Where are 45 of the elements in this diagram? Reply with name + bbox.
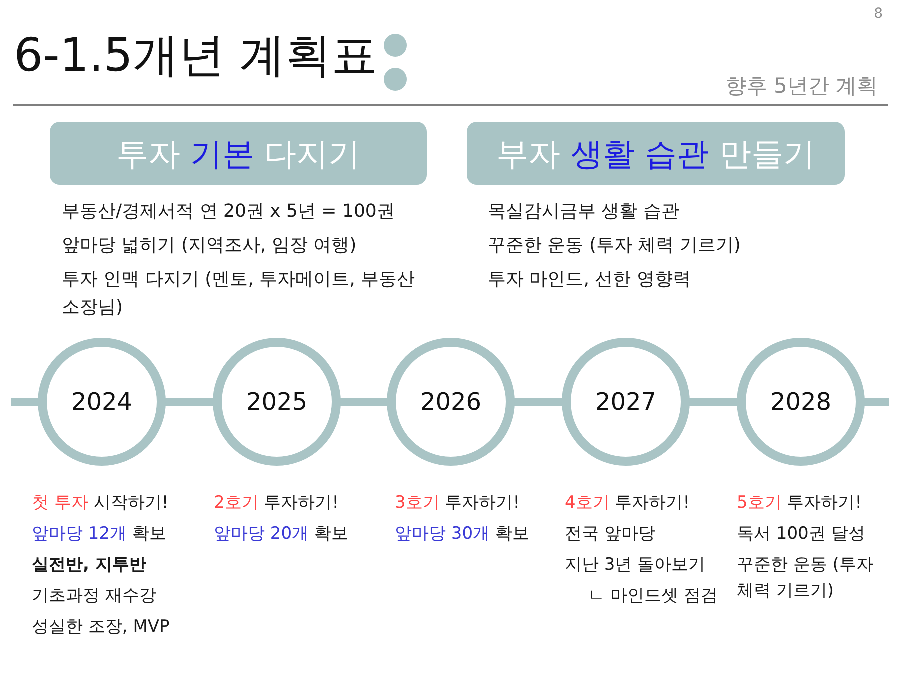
year-circle [387,338,515,466]
connector-line [514,398,563,406]
plan-item: 꾸준한 운동 (투자 체력 기르기) [488,234,741,258]
year-circle [737,338,865,466]
plan-item: 꾸준한 운동 (투자 체력 기르기) [737,554,874,603]
slide-title: 6-1.5개년 계획표 [14,28,378,82]
plan-item: 앞마당 넓히기 (지역조사, 임장 여행) [62,234,357,258]
plan-item: 부동산/경제서적 연 20권 x 5년 = 100권 [62,200,395,224]
plan-item: 앞마당 30개 확보 [395,523,530,546]
year-circle [38,338,166,466]
year-label: 2027 [595,387,657,417]
plan-item: ㄴ 마인드셋 점검 [588,585,718,608]
connector-line [11,398,39,406]
page-number: 8 [874,6,883,23]
connector-line [864,398,889,406]
plan-item: 목실감시금부 생활 습관 [488,200,680,224]
plan-item: 2호기 투자하기! [214,492,340,515]
year-circle [562,338,690,466]
header-banner [467,122,845,185]
year-circle [213,338,341,466]
connector-line [340,398,388,406]
plan-item: 전국 앞마당 [565,523,656,546]
year-label: 2025 [246,387,308,417]
banner-title: 투자 기본 다지기 [116,134,361,174]
year-label: 2026 [420,387,482,417]
connector-line [165,398,214,406]
plan-item: 첫 투자 시작하기! [32,492,169,515]
plan-item: 4호기 투자하기! [565,492,690,515]
connector-line [689,398,738,406]
header-banner [50,122,427,185]
plan-item: 성실한 조장, MVP [32,616,170,639]
plan-item: 투자 인맥 다지기 (멘토, 투자메이트, 부동산 소장님) [62,268,416,320]
plan-item: 실전반, 지투반 [32,554,146,577]
plan-item: 독서 100권 달성 [737,523,866,546]
year-label: 2024 [71,387,133,417]
plan-item: 5호기 투자하기! [737,492,862,515]
plan-item: 앞마당 12개 확보 [32,523,166,546]
year-label: 2028 [770,387,832,417]
plan-item: 지난 3년 돌아보기 [565,554,706,577]
plan-item: 투자 마인드, 선한 영향력 [488,268,691,292]
plan-item: 3호기 투자하기! [395,492,520,515]
plan-item: 앞마당 20개 확보 [214,523,348,546]
banner-title: 부자 생활 습관 만들기 [496,134,816,174]
plan-item: 기초과정 재수강 [32,585,156,608]
subtitle: 향후 5년간 계획 [725,74,878,100]
